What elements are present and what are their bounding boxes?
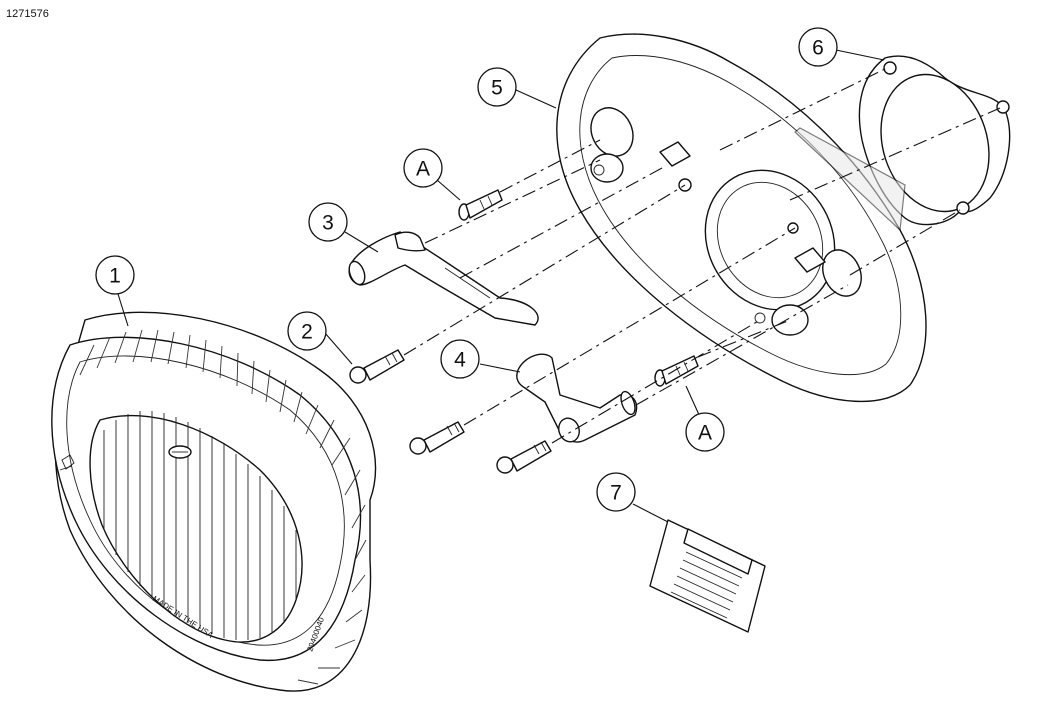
- air-filter: MADE IN THE USA 29400040: [51, 311, 377, 692]
- breather-tube-lower: [516, 353, 638, 443]
- gasket: [858, 55, 1011, 226]
- callout-a-upper-label: A: [416, 158, 430, 181]
- callout-4: 4: [440, 339, 480, 379]
- figure-id: 1271576: [6, 8, 49, 20]
- breather-bolt-upper: [458, 189, 503, 221]
- callout-a-lower: A: [685, 412, 725, 452]
- callout-1-label: 1: [109, 265, 121, 288]
- callout-5-label: 5: [491, 77, 503, 100]
- filter-badge-icon: [59, 454, 75, 471]
- filter-logo: [168, 445, 192, 459]
- breather-bolt-lower: [654, 355, 699, 387]
- callout-3: 3: [308, 202, 348, 242]
- backplate: [556, 33, 927, 403]
- callout-4-label: 4: [454, 349, 466, 372]
- screw-2-lower-right: [496, 440, 552, 474]
- callout-2-label: 2: [301, 321, 313, 344]
- warning-label: [649, 519, 766, 633]
- filter-pleats: [79, 329, 367, 685]
- filter-inner-screen: [89, 411, 303, 643]
- screw-2-lower-left: [409, 421, 465, 455]
- callout-3-label: 3: [322, 212, 334, 235]
- callout-7-label: 7: [610, 482, 622, 505]
- callout-6: 6: [798, 27, 838, 67]
- callout-a-lower-label: A: [698, 422, 712, 445]
- callout-6-label: 6: [812, 37, 824, 60]
- callout-2: 2: [287, 311, 327, 351]
- callout-5: 5: [477, 67, 517, 107]
- assembly-lines: [403, 67, 1001, 444]
- breather-tube-upper: [348, 231, 539, 326]
- callout-7: 7: [596, 472, 636, 512]
- callout-a-upper: A: [403, 148, 443, 188]
- leader-lines: [117, 49, 885, 523]
- screw-2-upper: [349, 349, 405, 384]
- callout-1: 1: [95, 255, 135, 295]
